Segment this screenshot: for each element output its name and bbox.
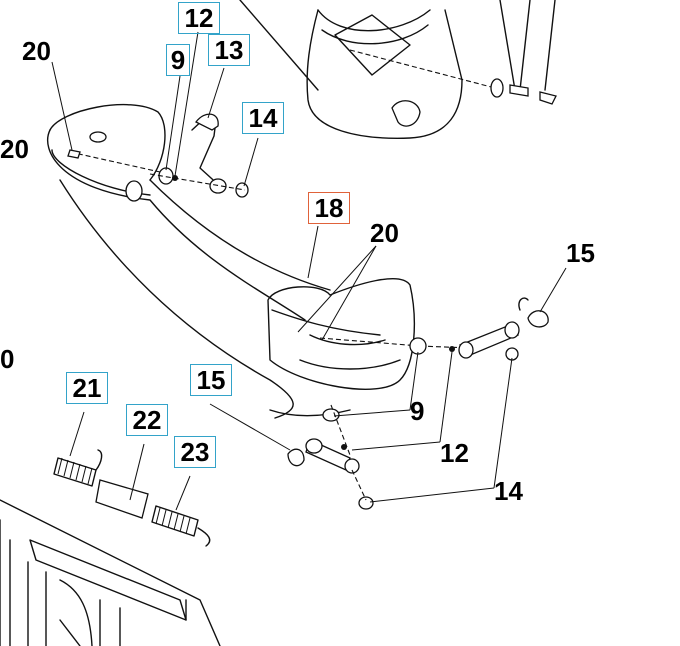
- chute-body: [46, 103, 351, 419]
- callout-20-left: 20: [0, 134, 29, 164]
- callout-20-mid: 20: [370, 218, 399, 248]
- callout-15-right: 15: [566, 238, 595, 268]
- callout-15-mid: 15: [190, 364, 232, 396]
- callout-22: 22: [126, 404, 168, 436]
- springs: [53, 449, 211, 547]
- callout-14-top: 14: [242, 102, 284, 134]
- upper-housing: [239, 0, 496, 139]
- deflector: [267, 277, 471, 390]
- callout-14-bottom: 14: [494, 476, 523, 506]
- pin-assembly-top: [490, 0, 557, 105]
- callout-23: 23: [174, 436, 216, 468]
- callout-21: 21: [66, 372, 108, 404]
- callout-0-left: 0: [0, 344, 15, 374]
- leader-lines: [51, 31, 567, 511]
- callout-20-top: 20: [22, 36, 51, 66]
- callout-9-bottom: 9: [410, 396, 425, 426]
- link-right: [409, 297, 549, 361]
- callout-12-bottom: 12: [440, 438, 469, 468]
- link-bottom: [287, 404, 374, 510]
- callout-13: 13: [208, 34, 250, 66]
- frame: [0, 499, 221, 646]
- callout-18: 18: [308, 192, 350, 224]
- callout-12-top: 12: [178, 2, 220, 34]
- callout-9-top: 9: [166, 44, 190, 76]
- lever-top: [67, 113, 249, 198]
